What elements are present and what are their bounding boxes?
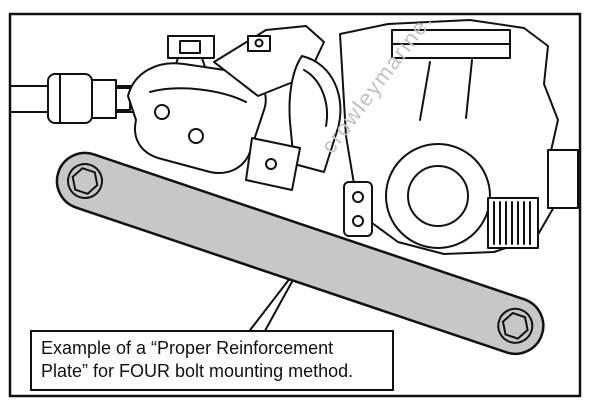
reinforcement-plate bbox=[55, 151, 545, 356]
callout-line-1: Example of a “Proper Reinforcement bbox=[41, 338, 334, 358]
hex-bolt-right bbox=[497, 307, 534, 344]
callout-line-2: Plate” for FOUR bolt mounting method. bbox=[41, 361, 354, 381]
plate-body bbox=[55, 151, 545, 356]
callout-box: Example of a “Proper Reinforcement Plate… bbox=[30, 330, 394, 391]
hex-bolt-left bbox=[67, 163, 103, 199]
machinery-line-art bbox=[11, 19, 579, 255]
